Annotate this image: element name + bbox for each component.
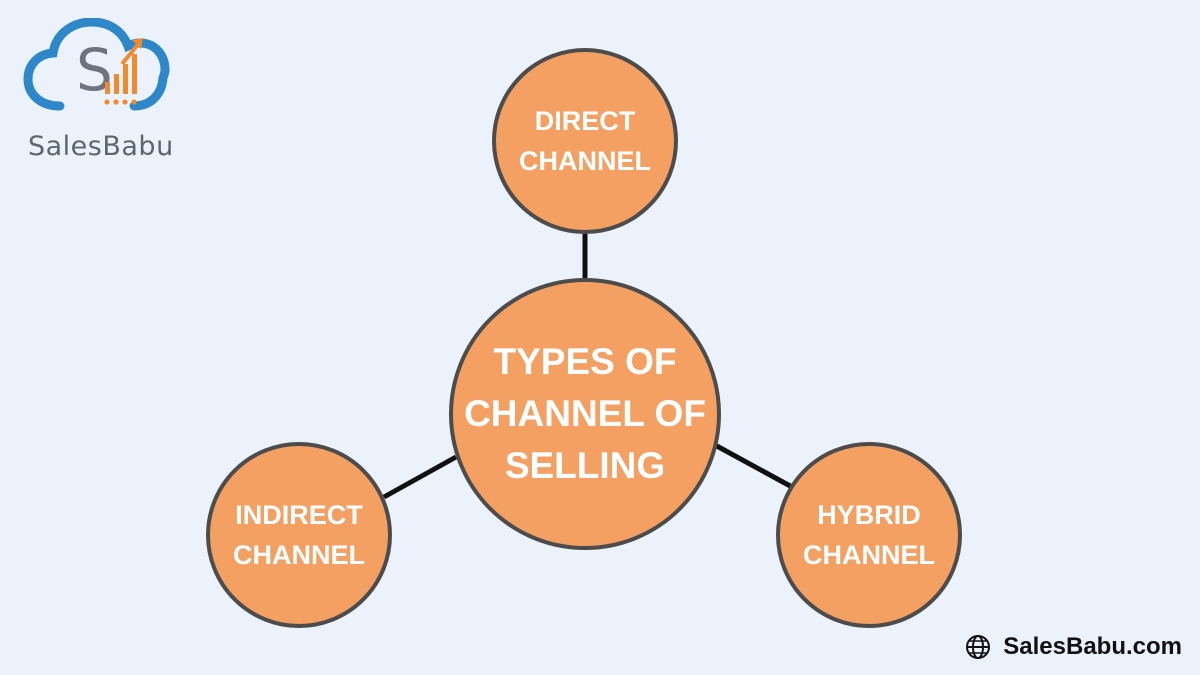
node-indirect-channel: INDIRECT CHANNEL — [206, 442, 392, 628]
node-label: DIRECT CHANNEL — [519, 106, 651, 176]
node-direct-channel: DIRECT CHANNEL — [492, 48, 678, 234]
logo-wordmark: SalesBabu — [28, 131, 174, 162]
connector-right — [713, 442, 794, 490]
center-node-label: TYPES OF CHANNEL OF SELLING — [464, 341, 706, 486]
salesbabu-logo: S SalesBabu — [22, 18, 182, 162]
website-link[interactable]: SalesBabu.com — [965, 633, 1182, 661]
node-label: INDIRECT CHANNEL — [233, 500, 365, 570]
node-label: HYBRID CHANNEL — [803, 500, 935, 570]
connector-left — [382, 454, 458, 500]
cloud-logo-icon: S — [23, 18, 170, 111]
globe-icon — [966, 635, 991, 659]
website-label[interactable]: SalesBabu.com — [1003, 633, 1182, 660]
node-hybrid-channel: HYBRID CHANNEL — [776, 442, 962, 628]
node-center-types-of-channel: TYPES OF CHANNEL OF SELLING — [449, 278, 721, 550]
